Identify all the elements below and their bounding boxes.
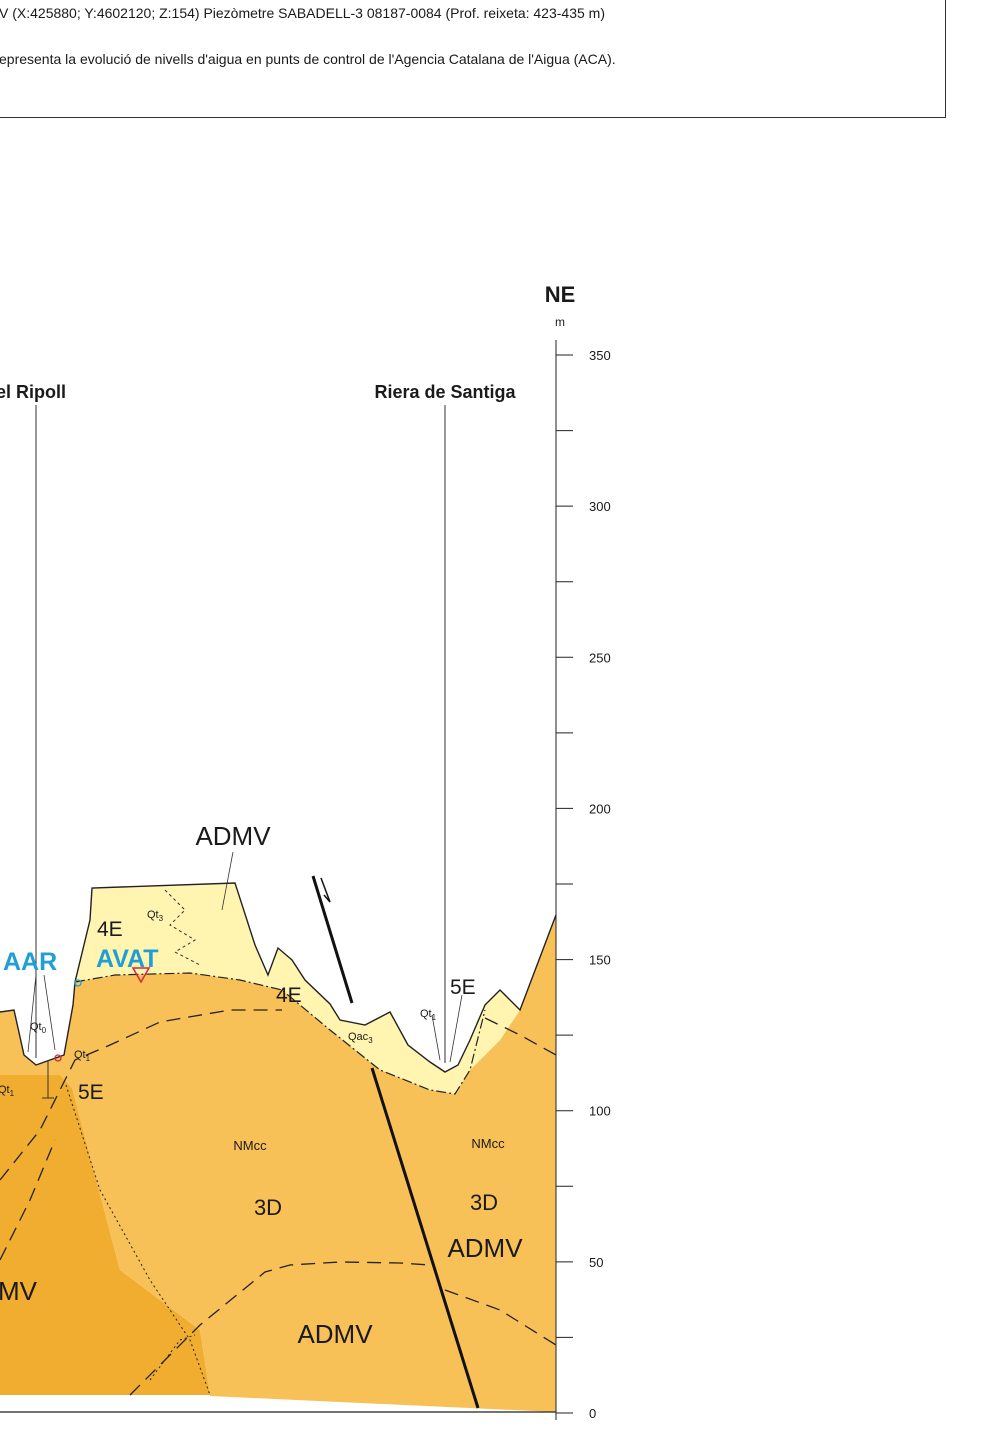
unit-label-4e-left: 4E — [97, 918, 123, 941]
bedrock-dark-left — [0, 1075, 210, 1395]
unit-label-nmcc-right: NMcc — [471, 1136, 505, 1151]
scale-tick-label: 200 — [589, 801, 611, 816]
quaternary-fill — [75, 883, 520, 1094]
fault-line-upper — [311, 875, 354, 1004]
unit-label-admv-left-partial: MV — [0, 1276, 38, 1306]
aquifer-label-aar: AAR — [3, 948, 57, 976]
contact-dashed-1 — [0, 1009, 282, 1181]
scale-tick-label: 100 — [589, 1104, 611, 1119]
e5-right-leader — [449, 994, 463, 1063]
admv-leader — [221, 851, 234, 911]
unit-label-3d-right: 3D — [470, 1190, 498, 1215]
legend-description-text: epresenta la evolució de nivells d'aigua… — [0, 51, 616, 67]
scale-ticks: 350 300 250 200 150 100 50 0 — [556, 348, 611, 1421]
scale-tick-label: 150 — [589, 953, 611, 968]
unit-label-5e-right: 5E — [450, 976, 476, 999]
water-level-icon — [131, 967, 151, 984]
ground-surface-line — [0, 882, 557, 1073]
well-point-icon-2 — [54, 1054, 62, 1062]
aquifer-label-avat: AVAT — [96, 945, 159, 973]
qt1-right-leader — [431, 1014, 441, 1061]
well-point-icon — [74, 979, 82, 987]
unit-label-qac3: Qac3 — [348, 1031, 373, 1045]
scale-tick-label: 350 — [589, 348, 611, 363]
legend-piezometer-text: V (X:425880; Y:4602120; Z:154) Piezòmetr… — [0, 5, 605, 21]
scale-unit-label: m — [555, 315, 565, 329]
unit-label-qt1-mid: Qt1 — [74, 1049, 91, 1063]
bedrock-fill-main — [0, 915, 556, 1412]
unit-label-4e-mid: 4E — [276, 984, 302, 1007]
unit-label-5e-left: 5E — [78, 1081, 104, 1104]
unit-label-qt0: Qt0 — [30, 1021, 47, 1035]
unit-label-admv-top: ADMV — [195, 821, 271, 851]
contact-dotted-2 — [149, 1334, 196, 1381]
contact-dashed-5 — [0, 1139, 56, 1261]
direction-label: NE — [545, 282, 576, 307]
unit-label-3d-left: 3D — [254, 1195, 282, 1220]
aar-leader-2 — [43, 974, 56, 1051]
quaternary-base-contact — [74, 972, 486, 1095]
legend-box: V (X:425880; Y:4602120; Z:154) Piezòmetr… — [0, 0, 946, 118]
scale-tick-label: 250 — [589, 650, 611, 665]
unit-label-qt3: Qt3 — [147, 909, 164, 923]
contact-dashed-2 — [484, 1017, 557, 1056]
aar-leader-1 — [27, 974, 37, 1053]
unit-label-qt1-right: Qt1 — [420, 1008, 437, 1022]
feature-label-santiga: Riera de Santiga — [374, 382, 516, 402]
unit-label-qt1-left: Qt1 — [0, 1084, 15, 1098]
fault-line-main — [370, 1067, 480, 1409]
contact-dashed-3 — [129, 1261, 431, 1396]
unit-label-nmcc-left: NMcc — [233, 1138, 267, 1153]
scale-tick-label: 300 — [589, 499, 611, 514]
scale-tick-label: 0 — [589, 1406, 596, 1421]
unit-label-admv-right: ADMV — [447, 1233, 523, 1263]
fault-arrow — [320, 877, 331, 903]
scale-tick-label: 50 — [589, 1255, 603, 1270]
feature-label-ripoll: el Ripoll — [0, 382, 66, 402]
unit-label-admv-bottom: ADMV — [297, 1319, 373, 1349]
